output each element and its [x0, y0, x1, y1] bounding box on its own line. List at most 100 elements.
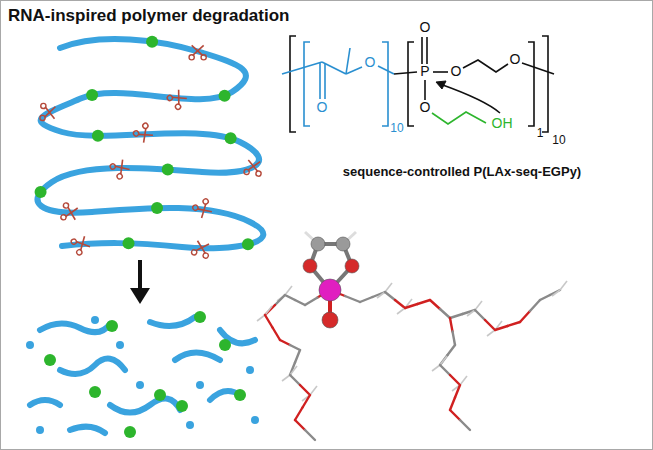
repeat-count: 1 [537, 127, 544, 140]
phosphate-site [242, 238, 254, 250]
hydrogen-stick [467, 310, 475, 316]
atom-sphere [322, 312, 338, 328]
repeat-count: 10 [552, 134, 565, 147]
bond-stick [405, 304, 418, 308]
bond-stick [305, 298, 318, 306]
bond-stick [475, 310, 485, 320]
hydrogen-stick [310, 386, 317, 395]
scissors-icon [166, 88, 188, 111]
bond-stick [290, 375, 300, 385]
atom-label: O [365, 55, 376, 70]
bond-stick [290, 345, 300, 350]
bond-stick [285, 295, 295, 300]
bond-stick [440, 355, 448, 365]
hydrogen-stick [432, 365, 440, 371]
bond-stick [295, 408, 303, 421]
monomer-dots [26, 316, 259, 434]
degradation-arrow [138, 260, 142, 290]
scissors-icon [189, 45, 206, 60]
hydrogen-stick [377, 292, 385, 298]
phosphate-site [35, 186, 47, 198]
repeat-count: 10 [390, 122, 403, 135]
bond-stick [430, 300, 440, 309]
bond-stick [453, 332, 456, 346]
hydrogen-stick [440, 356, 447, 365]
atom-label: O [451, 64, 462, 79]
bond-stick [450, 410, 460, 420]
bond-stick [280, 340, 290, 345]
polymer-strand [37, 39, 263, 248]
bond-stick [385, 292, 395, 300]
atom-label: OH [492, 116, 513, 131]
phosphate-site [123, 237, 135, 249]
atom-sphere [311, 237, 325, 251]
scissors-icon [60, 202, 78, 222]
bond-stick [530, 300, 540, 311]
bond-stick [455, 385, 460, 398]
hydrogen-stick [385, 283, 392, 292]
hydrogen-stick [257, 315, 265, 321]
hydrogen-stick [460, 376, 467, 385]
structure-bonds [282, 36, 554, 132]
phosphate-site [92, 130, 104, 142]
bond-stick [265, 315, 273, 328]
bond-stick [395, 300, 405, 308]
hydrogen-stick [285, 286, 292, 295]
phosphate-site [162, 163, 174, 175]
atom-sphere [319, 279, 341, 301]
bond-stick [450, 314, 463, 318]
scissors-icon [109, 157, 131, 179]
cleavage-sites [35, 36, 263, 259]
bond-stick [550, 290, 560, 295]
scissors-icon [191, 240, 212, 259]
hydrogen-stick [397, 308, 405, 314]
bond-stick [450, 318, 453, 332]
arrow-head [130, 288, 150, 304]
bond-stick [485, 320, 495, 330]
atom-sphere [336, 237, 350, 251]
bond-stick [303, 395, 311, 408]
bond-stick [495, 326, 508, 330]
bond-stick [418, 300, 431, 304]
scissors-icon [192, 198, 214, 219]
bond-stick [273, 328, 281, 341]
phosphate-site [219, 90, 231, 102]
bond-stick [448, 345, 456, 355]
hydrogen-stick [560, 281, 567, 290]
bond-stick [373, 292, 386, 297]
atom-label: O [510, 52, 521, 67]
hydrogen-stick [487, 330, 495, 336]
hydrogen-stick [265, 306, 272, 315]
bond-stick [300, 385, 310, 395]
scissors-icon [132, 122, 155, 144]
structure-caption: sequence-controlled P(LAx-seq-EGPy) [343, 165, 581, 179]
atom-label: O [317, 100, 328, 115]
scissors-icon [70, 234, 91, 256]
phosphate-dots [44, 311, 246, 438]
bond-stick [275, 295, 285, 305]
hydrogen-stick [282, 375, 290, 381]
phosphate-site [86, 89, 98, 101]
title: RNA-inspired polymer degradation [8, 7, 289, 26]
bond-stick [360, 297, 373, 302]
atom-sphere [303, 259, 317, 273]
bond-stick [450, 398, 455, 411]
scissors-icon [244, 160, 263, 177]
bond-stick [450, 375, 460, 385]
bond-stick [508, 322, 521, 326]
molecular-model [257, 232, 567, 440]
scissors-icon [40, 103, 56, 121]
hydrogen-stick [290, 366, 297, 375]
atom-sphere [345, 259, 359, 273]
bond-stick [295, 420, 305, 430]
hydrogen-stick [475, 301, 482, 310]
phosphate-site [225, 132, 237, 144]
bond-stick [540, 295, 550, 300]
bond-stick [440, 365, 450, 375]
fragments [30, 317, 255, 433]
phosphate-site [146, 36, 158, 48]
bond-stick [265, 305, 275, 315]
